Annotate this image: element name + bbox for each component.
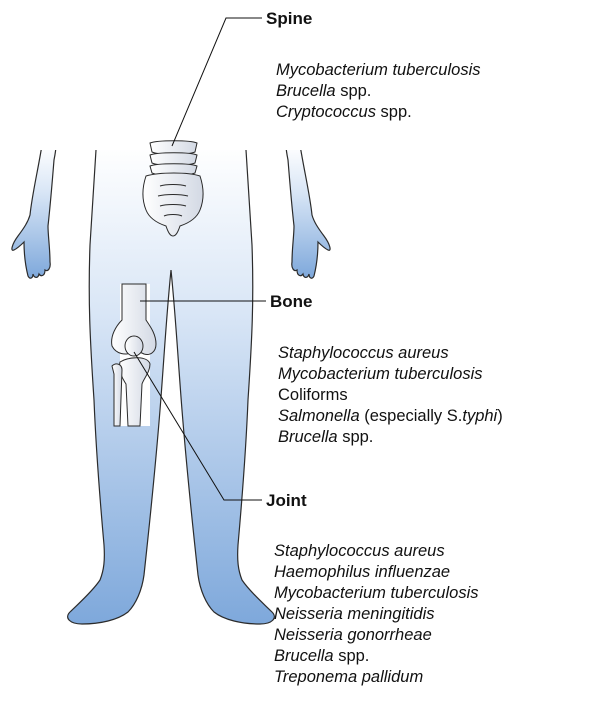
bone-organism-row: Brucella spp. [278,427,503,448]
spine-leader [172,18,262,146]
organism-text: Staphylococcus aureus [278,344,449,362]
organism-text: Mycobacterium tuberculosis [274,584,479,602]
spine-organism-row: Cryptococcus spp. [276,102,481,123]
organism-text: Treponema pallidum [274,668,423,686]
bone-organism-row: Staphylococcus aureus [278,343,503,364]
organism-text: spp. [336,82,372,100]
joint-organism-row: Neisseria meningitidis [274,604,479,625]
right-arm [286,145,330,278]
spine-heading: Spine [266,9,312,29]
organism-text: Mycobacterium tuberculosis [276,61,481,79]
organism-text: (especially S. [360,407,463,425]
organism-text: spp. [334,647,370,665]
organism-text: Coliforms [278,386,348,404]
bone-organism-row: Mycobacterium tuberculosis [278,364,503,385]
joint-organism-row: Haemophilus influenzae [274,562,479,583]
spine-organism-row: Mycobacterium tuberculosis [276,60,481,81]
joint-organism-row: Neisseria gonorrheae [274,625,479,646]
organism-text: Neisseria gonorrheae [274,626,432,644]
organism-text: Brucella [276,82,336,100]
bone-heading: Bone [270,292,313,312]
organism-text: ) [497,407,503,425]
organism-text: Neisseria meningitidis [274,605,434,623]
bone-organism-row: Coliforms [278,385,503,406]
joint-heading: Joint [266,491,307,511]
organism-text: Brucella [274,647,334,665]
organism-text: spp. [376,103,412,121]
bone-organism-row: Salmonella (especially S.typhi) [278,406,503,427]
fibula [112,364,122,426]
joint-organism-row: Brucella spp. [274,646,479,667]
organism-text: Salmonella [278,407,360,425]
organism-text: Staphylococcus aureus [274,542,445,560]
patella [125,336,143,356]
organism-text: spp. [338,428,374,446]
organism-text: Mycobacterium tuberculosis [278,365,483,383]
organism-text: Brucella [278,428,338,446]
joint-organism-row: Mycobacterium tuberculosis [274,583,479,604]
joint-organism-row: Staphylococcus aureus [274,541,479,562]
organism-text: typhi [462,407,497,425]
organism-text: Haemophilus influenzae [274,563,450,581]
organism-text: Cryptococcus [276,103,376,121]
left-arm [12,145,56,278]
spine-organism-row: Brucella spp. [276,81,481,102]
joint-organism-row: Treponema pallidum [274,667,479,688]
